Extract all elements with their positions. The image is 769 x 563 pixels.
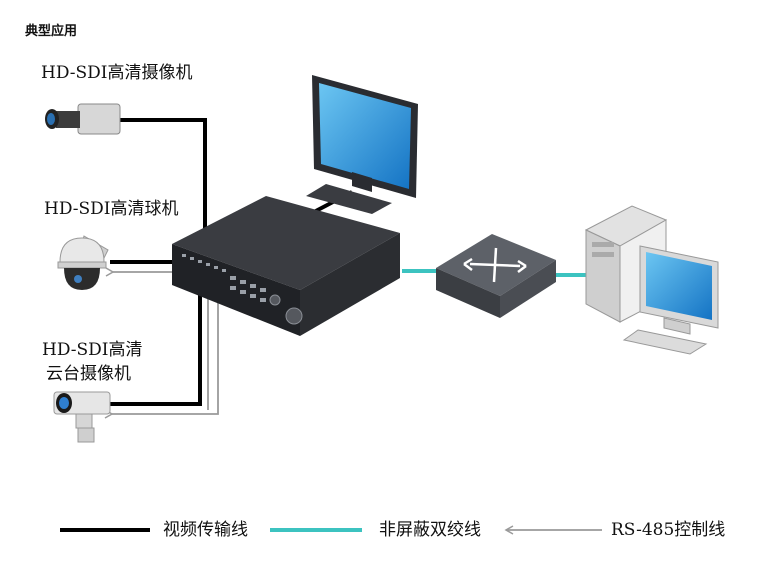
box-camera-label: HD-SDI高清摄像机 bbox=[41, 63, 193, 83]
twisted-pair-cables bbox=[402, 269, 588, 277]
computer-monitor-icon bbox=[622, 245, 719, 355]
monitor-icon bbox=[306, 75, 418, 214]
legend-twisted-pair-label: 非屏蔽双绞线 bbox=[379, 520, 481, 540]
ptz-camera-icon bbox=[53, 391, 111, 443]
box-camera-icon bbox=[45, 103, 121, 135]
section-heading: 典型应用 bbox=[25, 24, 78, 39]
dvr-recorder-icon bbox=[172, 196, 400, 336]
network-switch-icon bbox=[436, 234, 556, 318]
ptz-camera-label-line2: 云台摄像机 bbox=[46, 364, 131, 384]
legend-video-label: 视频传输线 bbox=[163, 520, 248, 540]
ptz-camera-label-line1: HD-SDI高清 bbox=[42, 340, 143, 360]
dome-camera-icon bbox=[57, 235, 109, 290]
legend-rs485-label: RS-485控制线 bbox=[611, 520, 726, 540]
dome-camera-label: HD-SDI高清球机 bbox=[44, 199, 179, 219]
